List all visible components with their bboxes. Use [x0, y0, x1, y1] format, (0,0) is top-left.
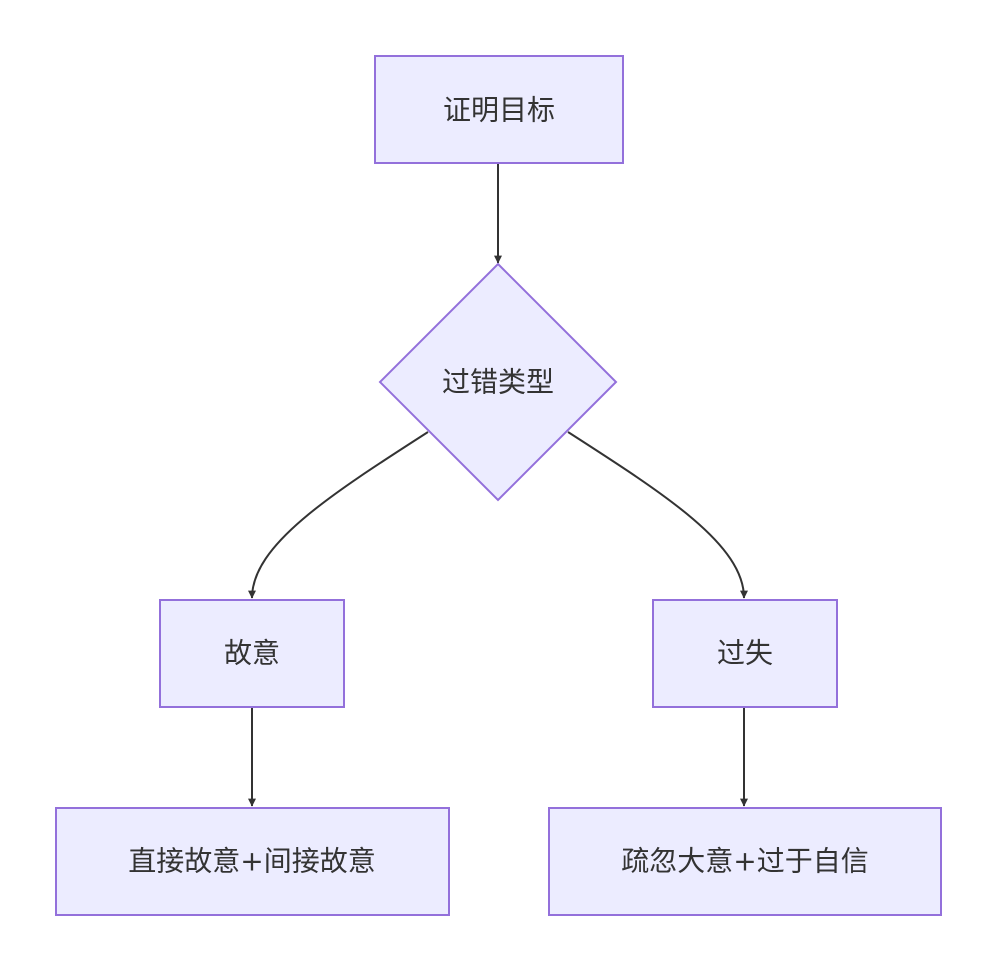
node-fault-type-label: 过错类型 — [442, 366, 554, 399]
node-goal-label: 证明目标 — [443, 94, 555, 127]
node-intent-kinds-label: 直接故意+间接故意 — [128, 845, 375, 878]
edge-fault-type-to-negligence — [567, 431, 748, 599]
node-intent-kinds-box — [55, 807, 450, 916]
node-negligence-kinds-label: 疏忽大意+过于自信 — [621, 845, 868, 878]
node-intent-label: 故意 — [224, 637, 280, 670]
edges — [248, 163, 748, 807]
node-intent: 故意 — [159, 599, 345, 708]
edge-fault-type-to-intent — [248, 431, 429, 599]
node-intent-kinds: 直接故意+间接故意 — [55, 807, 450, 916]
node-negligence: 过失 — [652, 599, 838, 708]
node-negligence-label: 过失 — [717, 637, 773, 670]
node-fault-type-diamond — [378, 262, 618, 502]
node-fault-type: 过错类型 — [378, 262, 618, 502]
node-negligence-kinds-box — [548, 807, 942, 916]
node-negligence-box — [652, 599, 838, 708]
node-goal: 证明目标 — [374, 55, 624, 164]
node-goal-box — [374, 55, 624, 164]
node-negligence-kinds: 疏忽大意+过于自信 — [548, 807, 942, 916]
node-intent-box — [159, 599, 345, 708]
